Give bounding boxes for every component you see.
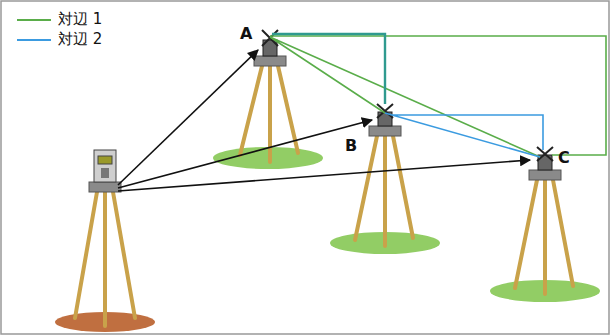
point-label: C	[558, 150, 570, 166]
point-label: B	[345, 138, 357, 154]
prism-targets	[262, 30, 553, 170]
legend-line	[16, 14, 52, 26]
legend-text: 対辺 1	[58, 12, 102, 27]
legend-row: 対辺 2	[16, 32, 102, 47]
sight-arrows	[118, 50, 530, 191]
tripod-legs	[75, 66, 573, 326]
offset-lines	[270, 34, 606, 157]
point-label: A	[240, 26, 252, 42]
tripod-heads	[89, 56, 561, 192]
total-station	[94, 150, 116, 182]
legend-text: 対辺 2	[58, 32, 102, 47]
legend-line	[16, 34, 52, 46]
legend-row: 対辺 1	[16, 12, 102, 27]
